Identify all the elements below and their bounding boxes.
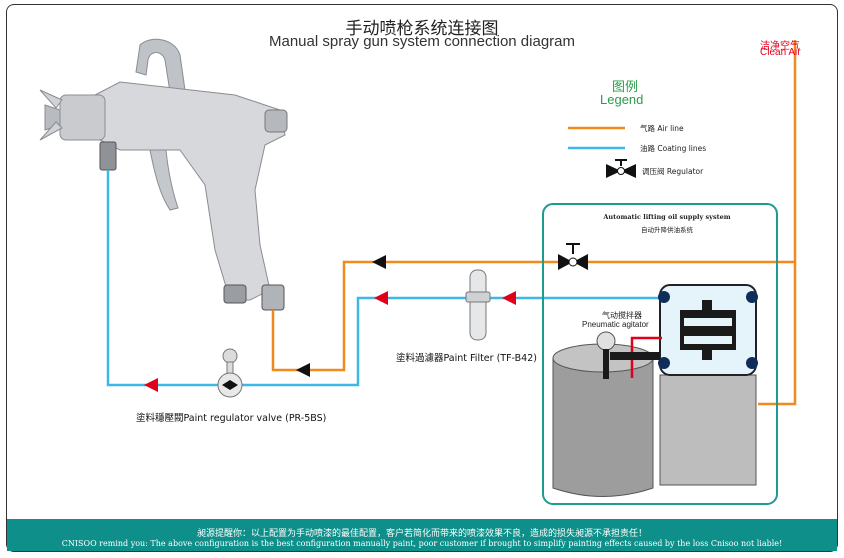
coating-arrow-2 [502, 291, 516, 305]
supply-system-title-en: Automatic lifting oil supply system [603, 213, 731, 221]
air-arrow-2 [296, 363, 310, 377]
air-line-path [271, 40, 797, 406]
paint-regulator-valve-label: 塗料穩壓閥Paint regulator valve (PR-5BS) [136, 413, 327, 424]
supply-tank [659, 374, 757, 486]
spray-gun-illustration [39, 38, 288, 311]
legend-coating-line-label: 油路 Coating lines [640, 144, 707, 153]
title-english: Manual spray gun system connection diagr… [269, 33, 575, 50]
supply-system-box [542, 203, 778, 505]
agitator-label-en: Pneumatic agitator [582, 320, 649, 329]
paint-filter-label: 塗料過濾器Paint Filter (TF-B42) [396, 353, 537, 364]
air-regulator-icon [558, 243, 588, 270]
title-chinese: 手动喷枪系统连接图 [345, 19, 499, 39]
coating-line-path [106, 170, 660, 387]
legend-regulator-label: 调压阀 Regulator [642, 167, 704, 176]
legend-title-cn: 图例 [612, 80, 639, 95]
diaphragm-pump-icon [658, 284, 758, 376]
paint-filter-icon [465, 269, 491, 341]
legend-regulator-icon [606, 159, 636, 178]
legend-title-en: Legend [600, 92, 644, 107]
paint-regulator-valve-icon [217, 348, 243, 398]
coating-arrow-3 [144, 378, 158, 392]
supply-system-title-cn: 自动升降供油系统 [641, 226, 693, 234]
air-arrow-1 [372, 255, 386, 269]
footer-band [7, 519, 837, 551]
legend-air-line-label: 气路 Air line [640, 124, 684, 133]
clean-air-label-cn: 洁净空气 [760, 41, 800, 52]
footer-note-cn: 昶源提醒你：以上配置为手动喷漆的最佳配置，客户若简化而带来的喷漆效果不良，造成的… [196, 529, 647, 539]
pneumatic-agitator-icon [596, 331, 662, 379]
agitator-label-cn: 气动搅拌器 [602, 311, 642, 320]
footer-note-en: CNISOO remind you: The above configurati… [61, 539, 783, 548]
clean-air-label-en: Clean Air [760, 47, 801, 58]
paint-bucket-icon [552, 343, 654, 497]
coating-arrow-1 [374, 291, 388, 305]
